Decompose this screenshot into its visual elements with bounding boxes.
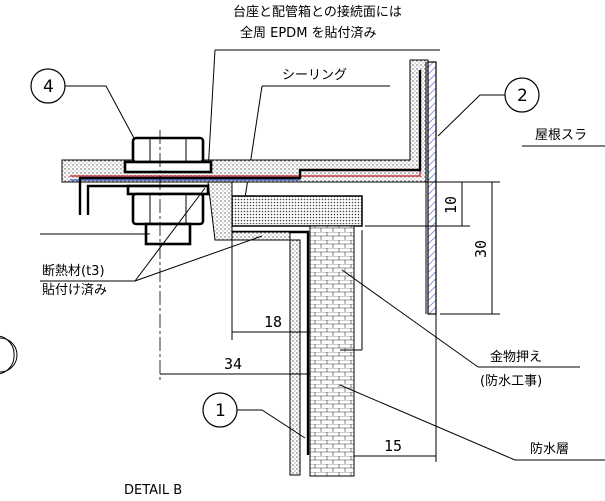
roof-slab-label: 屋根スラ bbox=[535, 128, 587, 143]
callout-4-label: 4 bbox=[43, 77, 54, 97]
waterproof-layer-hatch bbox=[309, 225, 355, 477]
sealing-block bbox=[231, 195, 363, 227]
insulation-top-band bbox=[61, 59, 429, 183]
dim-15-label: 15 bbox=[384, 437, 402, 455]
header-note-line1: 台座と配管箱との接続面には bbox=[233, 4, 402, 20]
sealing-label: シーリング bbox=[282, 68, 347, 83]
partial-callout-circle-edge bbox=[0, 335, 15, 375]
vertical-plate bbox=[427, 61, 437, 315]
insulation-label-line2: 貼付け済み bbox=[42, 282, 107, 298]
insulation-leader-b bbox=[134, 235, 263, 282]
waterproof-leader bbox=[339, 384, 516, 461]
dim-18-label: 18 bbox=[264, 313, 282, 331]
metal-press-leader bbox=[341, 269, 479, 368]
insulation-label-line1: 断熱材(t3) bbox=[42, 264, 105, 279]
dim-10-label: 10 bbox=[442, 196, 460, 214]
dim-30-label: 30 bbox=[472, 240, 490, 258]
callout-2-label: 2 bbox=[517, 86, 528, 106]
header-note-line2: 全周 EPDM を貼付済み bbox=[240, 25, 377, 41]
header-leader-drop bbox=[207, 49, 216, 173]
dim-34-label: 34 bbox=[224, 355, 242, 373]
insulation-vertical bbox=[207, 181, 301, 476]
metal-press-label-line2: (防水工事) bbox=[480, 373, 542, 389]
bracket-outline bbox=[78, 70, 422, 215]
metal-press-label-line1: 金物押え bbox=[490, 349, 542, 365]
bolt-assembly bbox=[123, 136, 213, 246]
callout-1-label: 1 bbox=[215, 401, 226, 421]
callout-1-leader bbox=[237, 409, 306, 439]
detail-title: DETAIL B bbox=[124, 483, 182, 498]
insulation-leader-a bbox=[134, 187, 206, 282]
callout-2-leader bbox=[437, 94, 505, 137]
waterproof-layer-label: 防水層 bbox=[530, 441, 569, 457]
callout-4-leader bbox=[65, 85, 136, 141]
